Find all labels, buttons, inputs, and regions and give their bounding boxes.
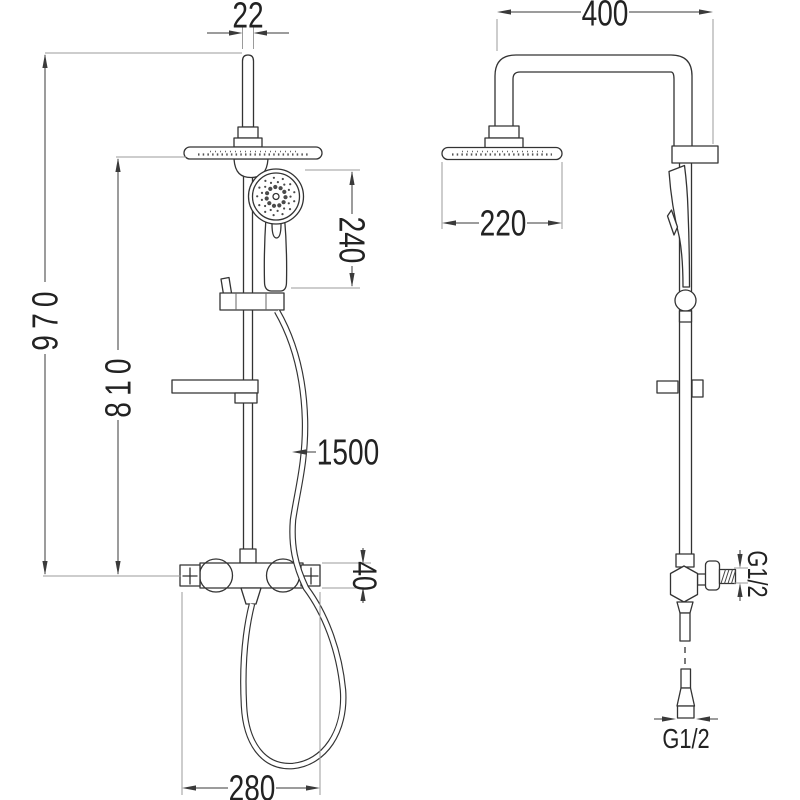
shower-hose (240, 309, 347, 770)
thermostatic-mixer-side (669, 553, 737, 642)
holder-knob-side (674, 289, 697, 312)
pipe-flare (233, 137, 263, 148)
dim-hose-connector-thread-label: G1/2 (662, 723, 709, 754)
pipe-union-nut (237, 126, 259, 139)
dim-head-diameter-label: 220 (480, 203, 527, 243)
dim-total-height: 970 (25, 52, 242, 577)
rain-shower-head-front (183, 146, 323, 160)
mixer-top-nut (239, 548, 257, 564)
top-pipe-front (233, 54, 263, 148)
mixer-body-side (669, 565, 699, 603)
mixer-hose-outlet (240, 587, 262, 605)
rain-shower-head-side (441, 146, 563, 161)
dim-arm-reach: 400 (496, 0, 714, 144)
dim-arm-reach-label: 400 (582, 0, 629, 33)
handle-inlet-notch (271, 223, 282, 239)
hand-shower-handle (263, 216, 288, 292)
dim-hose-connector-thread: G1/2 (654, 716, 718, 755)
dim-mixer-connection-span: 280 (181, 592, 321, 800)
hand-shower-front (247, 168, 305, 292)
holder-lever (220, 276, 233, 296)
front-view: 22 970 810 240 (25, 0, 383, 800)
wall-bracket-side (671, 145, 719, 164)
hand-shower-side (666, 164, 697, 323)
thermostatic-mixer-front (179, 548, 321, 605)
dim-hose-length: 1500 (292, 432, 379, 472)
dim-total-height-label: 970 (25, 285, 65, 351)
soap-shelf-side (656, 379, 704, 398)
dim-wall-inlet-thread-label: G1/2 (741, 550, 772, 597)
dim-hand-shower-length: 240 (291, 169, 372, 289)
wall-flange (704, 560, 721, 591)
dim-pipe-top-width-label: 22 (232, 0, 263, 35)
dim-upper-section-height: 810 (98, 156, 186, 575)
outlet-pipe-side (679, 612, 691, 642)
hand-shower-face-edge (666, 209, 679, 236)
mixer-bottom-outlet-side (676, 601, 694, 614)
dim-mixer-connection-span-label: 280 (229, 768, 276, 800)
dim-hand-shower-length-label: 240 (332, 217, 372, 264)
dim-mixer-body-height: 40 (322, 548, 383, 603)
mixer-top-nut-side (675, 553, 695, 568)
shower-column-front (242, 175, 254, 551)
head-dome-bracket-front (233, 158, 269, 179)
dim-mixer-body-height-label: 40 (345, 561, 383, 591)
head-flare-side (484, 137, 524, 149)
hand-shower-spray-pattern (256, 176, 296, 217)
hose-end-connector (676, 668, 696, 719)
dim-head-diameter: 220 (441, 162, 563, 243)
dim-upper-section-height-label: 810 (98, 352, 138, 418)
side-view: 400 220 G1/2 G1/2 (441, 0, 773, 755)
shower-arm-side (494, 54, 693, 148)
mixer-body (199, 562, 304, 589)
soap-shelf-front (171, 379, 259, 404)
dim-wall-inlet-thread: G1/2 (734, 550, 773, 601)
head-union-nut-side (488, 125, 520, 139)
dim-pipe-top-width: 22 (207, 0, 289, 49)
slide-bar-holder-front (219, 276, 285, 311)
dim-hose-length-label: 1500 (317, 432, 379, 472)
